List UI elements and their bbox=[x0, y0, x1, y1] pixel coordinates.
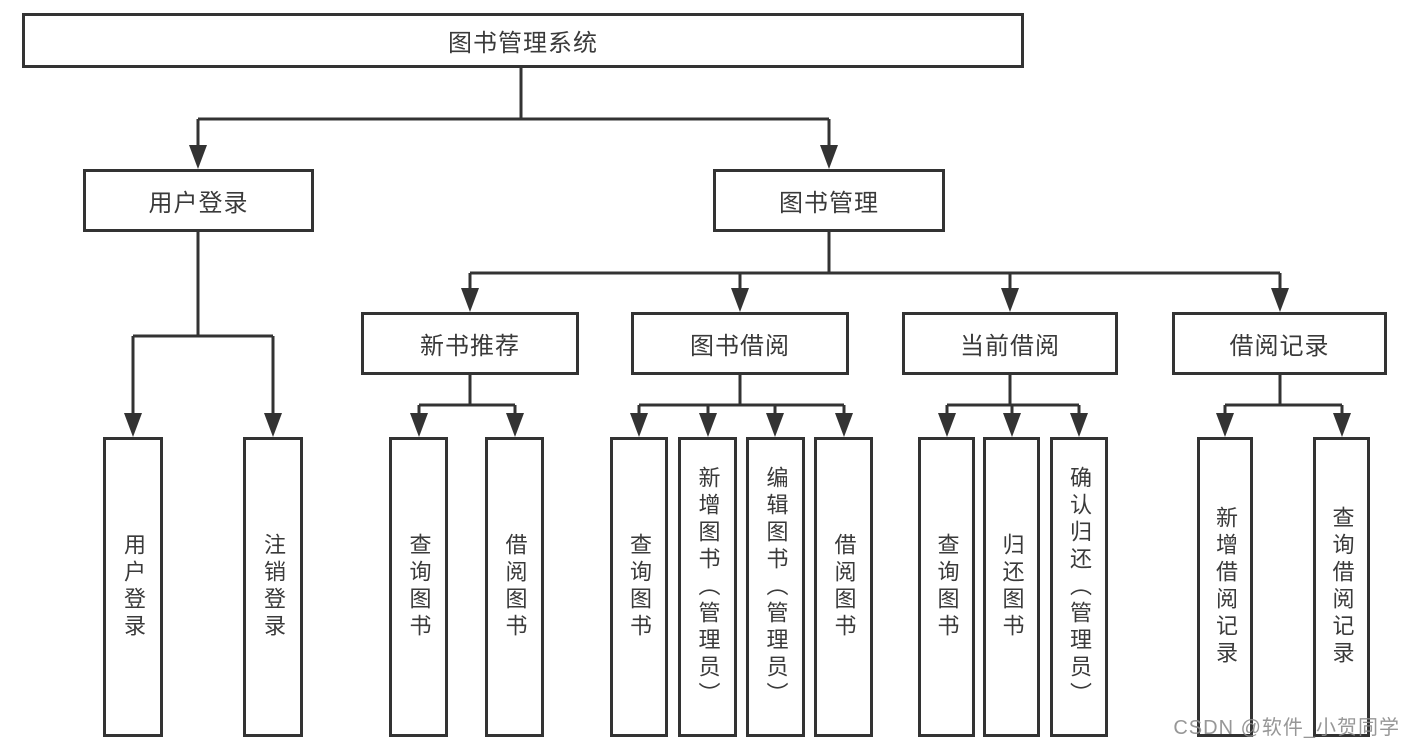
leaf-label: 编辑图书（管理员） bbox=[763, 465, 789, 709]
leaf-query-borrow-record: 查询借阅记录 bbox=[1313, 437, 1370, 737]
watermark: CSDN @软件_小贺同学 bbox=[1173, 717, 1400, 739]
node-label: 用户登录 bbox=[148, 190, 249, 217]
leaf-edit-books-admin: 编辑图书（管理员） bbox=[746, 437, 805, 737]
leaf-label: 查询借阅记录 bbox=[1329, 506, 1355, 668]
node-new-book-recommend: 新书推荐 bbox=[361, 312, 579, 375]
leaf-add-borrow-record: 新增借阅记录 bbox=[1197, 437, 1253, 737]
leaf-label: 查询图书 bbox=[627, 533, 652, 641]
node-label: 图书管理系统 bbox=[448, 30, 598, 57]
node-label: 当前借阅 bbox=[960, 333, 1060, 360]
leaf-confirm-return-admin: 确认归还（管理员） bbox=[1050, 437, 1108, 737]
leaf-borrow-books-recommend: 借阅图书 bbox=[485, 437, 544, 737]
leaf-label: 新增图书（管理员） bbox=[695, 465, 721, 709]
leaf-query-books-recommend: 查询图书 bbox=[389, 437, 448, 737]
node-label: 借阅记录 bbox=[1229, 333, 1330, 360]
leaf-return-books: 归还图书 bbox=[983, 437, 1040, 737]
leaf-label: 确认归还（管理员） bbox=[1067, 465, 1092, 709]
leaf-add-books-admin: 新增图书（管理员） bbox=[678, 437, 737, 737]
leaf-query-books-borrow: 查询图书 bbox=[610, 437, 668, 737]
leaf-label: 用户登录 bbox=[121, 533, 146, 641]
node-user-login: 用户登录 bbox=[83, 169, 314, 232]
leaf-label: 归还图书 bbox=[999, 533, 1025, 641]
leaf-label: 新增借阅记录 bbox=[1213, 506, 1238, 668]
leaf-label: 借阅图书 bbox=[831, 533, 857, 641]
leaf-label: 查询图书 bbox=[934, 533, 960, 641]
leaf-borrow-books: 借阅图书 bbox=[814, 437, 873, 737]
leaf-logout: 注销登录 bbox=[243, 437, 303, 737]
node-current-borrow: 当前借阅 bbox=[902, 312, 1118, 375]
leaf-label: 借阅图书 bbox=[502, 533, 528, 641]
leaf-label: 注销登录 bbox=[261, 533, 286, 641]
node-label: 图书借阅 bbox=[690, 333, 790, 360]
node-label: 新书推荐 bbox=[420, 333, 520, 360]
node-book-management: 图书管理 bbox=[713, 169, 945, 232]
leaf-label: 查询图书 bbox=[406, 533, 432, 641]
leaf-query-books-current: 查询图书 bbox=[918, 437, 975, 737]
leaf-user-login: 用户登录 bbox=[103, 437, 163, 737]
node-book-borrow: 图书借阅 bbox=[631, 312, 849, 375]
node-borrow-records: 借阅记录 bbox=[1172, 312, 1387, 375]
node-label: 图书管理 bbox=[779, 190, 879, 217]
node-library-management-system: 图书管理系统 bbox=[22, 13, 1024, 68]
